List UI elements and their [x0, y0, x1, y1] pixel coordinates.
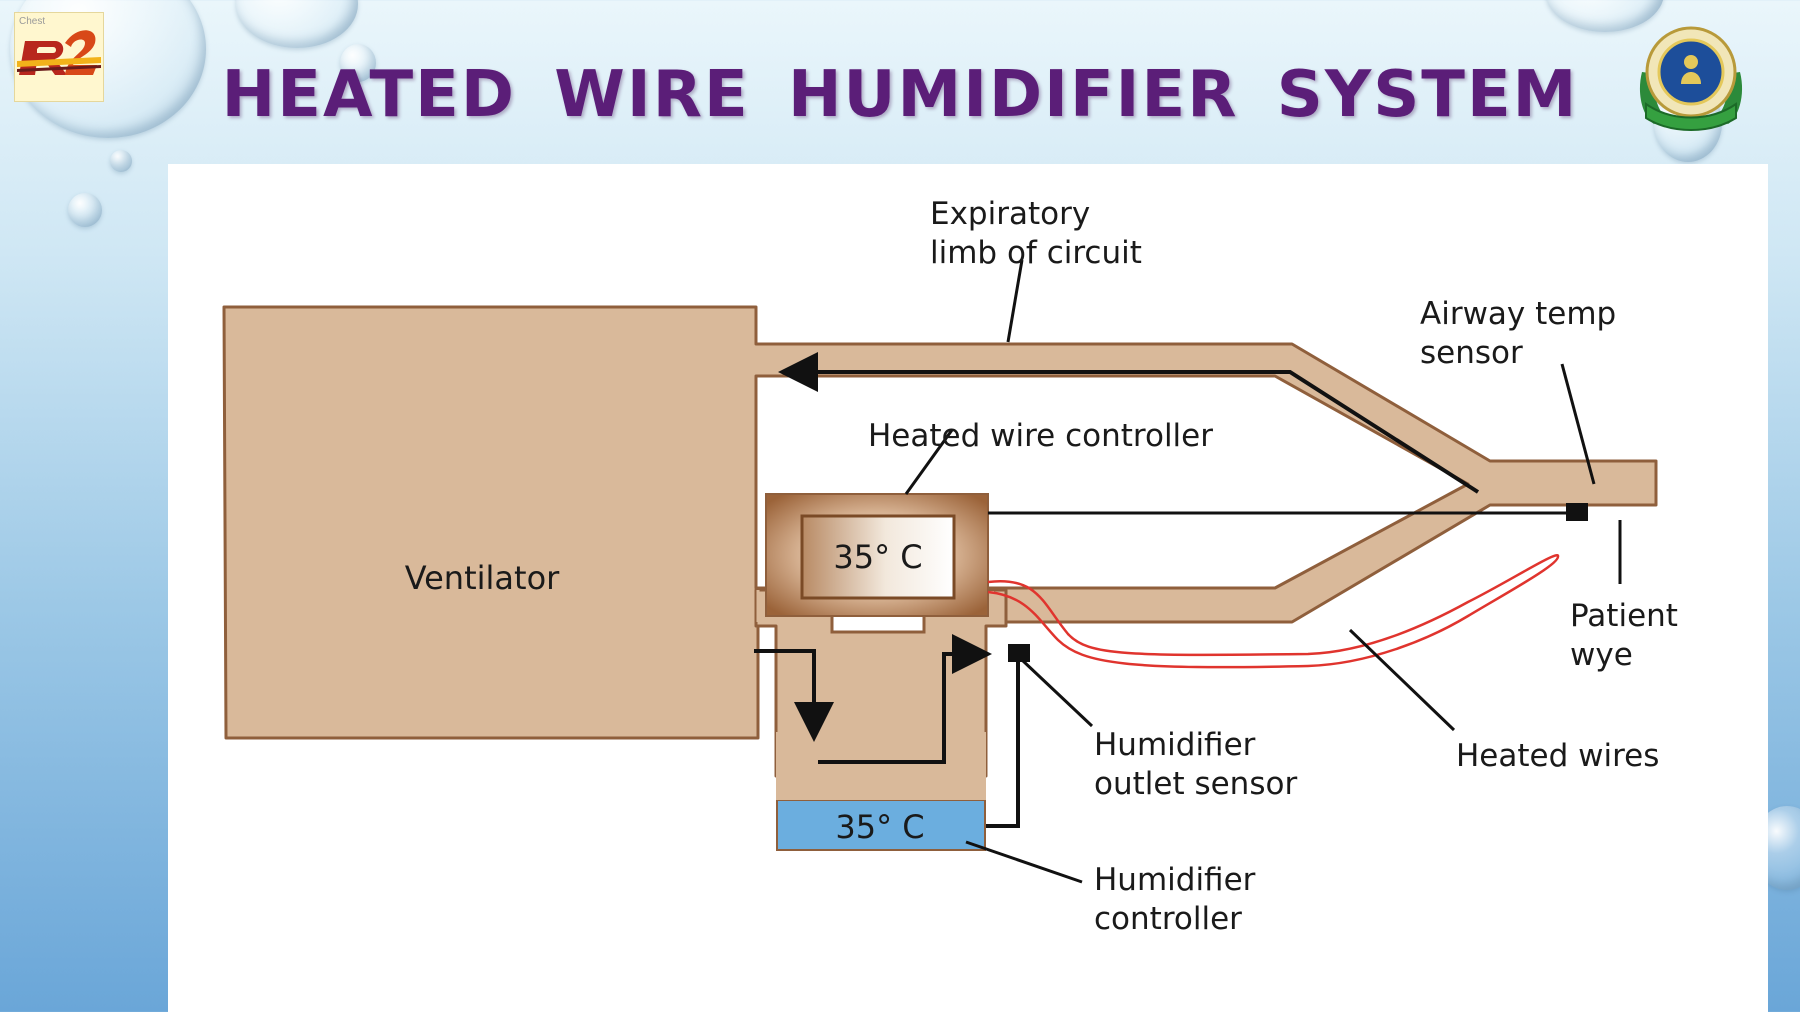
decorative-bubble: [68, 193, 102, 227]
humidifier-outlet-label-line1: Humidifier: [1094, 727, 1256, 763]
humidifier-controller-label-line2: controller: [1094, 901, 1242, 937]
expiratory-label-line2: limb of circuit: [930, 235, 1142, 271]
outlet-sensor-wire: [986, 662, 1020, 828]
humidifier-diagram: 35° C 35° C Ventilator Expiratory limb o…: [222, 196, 1678, 937]
inlet-flow-arrow: [754, 649, 834, 742]
expiratory-callout-line: [1006, 259, 1024, 343]
airway-sensor-label-line2: sensor: [1420, 335, 1523, 371]
humidifier-base: [776, 732, 986, 800]
organization-logo-left: Chest: [14, 12, 104, 102]
airway-sensor-label-line1: Airway temp: [1420, 296, 1616, 332]
humidifier-outlet-sensor: [1008, 644, 1030, 662]
logo-caption: Chest: [19, 16, 46, 27]
humidifier-controller-callout-line: [965, 840, 1083, 884]
humidifier-outlet-label-line2: outlet sensor: [1094, 766, 1297, 802]
decorative-bubble: [340, 44, 376, 82]
water-reservoir: [776, 799, 986, 851]
airway-sensor-callout-line: [1560, 363, 1596, 485]
humidifier-temperature: 35° C: [835, 808, 924, 846]
heated-wires: [987, 554, 1560, 669]
slide-title: HEATED WIRE HUMIDIFIER SYSTEM: [221, 58, 1579, 132]
patient-wye-label-line1: Patient: [1570, 598, 1678, 634]
humidifier-outlet-callout-line: [1020, 658, 1094, 728]
heater-temperature: 35° C: [833, 538, 922, 576]
heated-wires-label: Heated wires: [1456, 738, 1659, 774]
expiratory-label-line1: Expiratory: [930, 196, 1090, 232]
diagram-panel: 35° C 35° C Ventilator Expiratory limb o…: [168, 164, 1768, 1012]
decorative-bubble: [110, 150, 132, 172]
humidifier-controller-label-line1: Humidifier: [1094, 862, 1256, 898]
decorative-bubble: [236, 0, 358, 48]
patient-wye-label-line2: wye: [1570, 637, 1633, 673]
airway-temp-sensor: [1566, 503, 1588, 521]
heated-wires-callout-line: [1348, 628, 1456, 732]
outlet-flow-arrow: [818, 634, 992, 764]
heated-wire-controller-callout-line: [904, 429, 954, 495]
logo-emblem-icon: [17, 30, 101, 75]
heated-wire-controller-label: Heated wire controller: [868, 418, 1213, 454]
ventilator-label: Ventilator: [405, 559, 560, 597]
heater-display: [800, 514, 956, 600]
institution-seal-icon: [1639, 26, 1743, 131]
expiratory-flow-arrow: [778, 352, 1480, 494]
